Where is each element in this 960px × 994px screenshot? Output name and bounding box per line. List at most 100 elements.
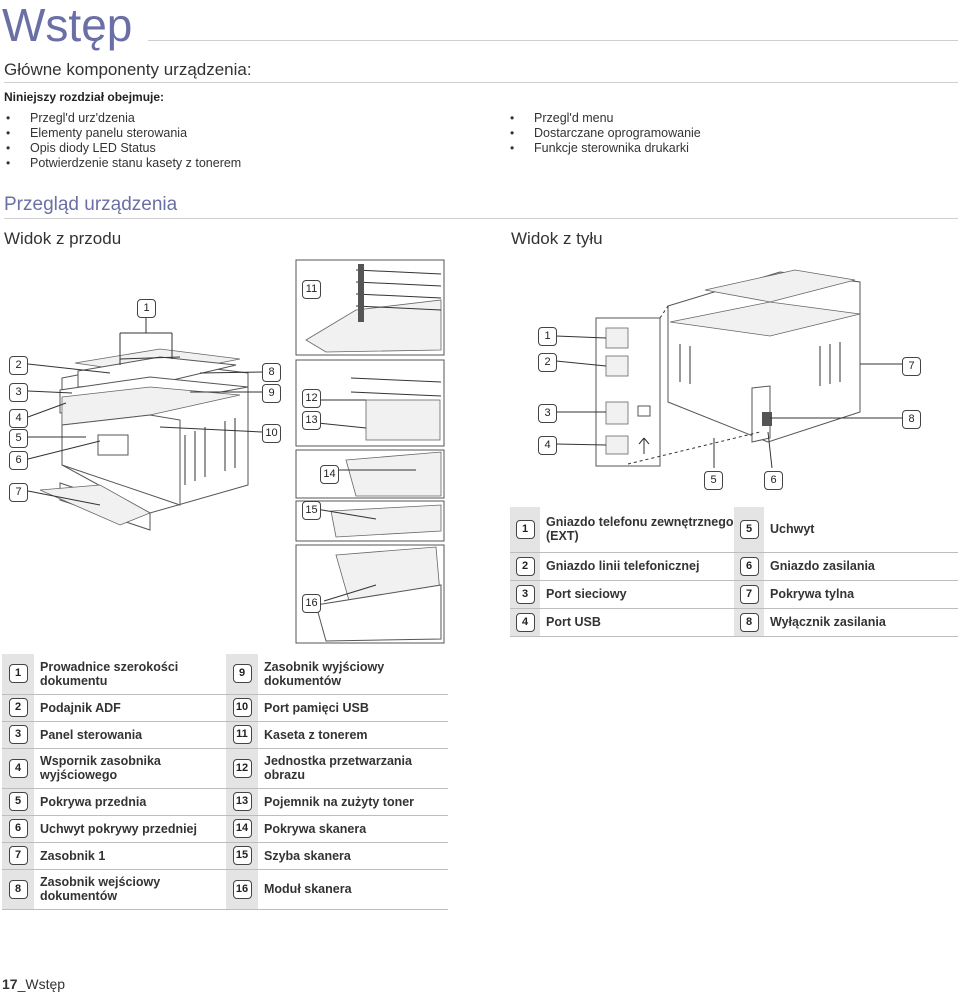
front-callout-14: 14: [320, 465, 339, 484]
legend-number: 4: [515, 612, 535, 632]
legend-label: Zasobnik wyjściowy dokumentów: [258, 654, 448, 695]
scanner-module-inset: [295, 544, 445, 644]
legend-label: Port sieciowy: [540, 580, 734, 609]
front-callout-11: 11: [302, 280, 321, 299]
front-callout-4: 4: [9, 409, 28, 428]
list-item: Przegl'd urz'dzenia: [4, 111, 241, 126]
legend-label: Kaseta z tonerem: [258, 721, 448, 749]
scanner-glass-inset: [295, 500, 445, 542]
legend-label: Gniazdo zasilania: [764, 552, 958, 581]
table-row: 7 Zasobnik 1 15 Szyba skanera: [2, 842, 448, 870]
legend-label: Port pamięci USB: [258, 694, 448, 722]
table-row: 5 Pokrywa przednia 13 Pojemnik na zużyty…: [2, 788, 448, 816]
legend-number: 15: [232, 846, 252, 865]
front-callout-13: 13: [302, 411, 321, 430]
legend-number: 11: [232, 725, 252, 744]
legend-label: Jednostka przetwarzania obrazu: [258, 748, 448, 789]
legend-number: 8: [739, 612, 759, 632]
front-callout-lines: [27, 313, 263, 506]
rear-callout-5: 5: [704, 471, 723, 490]
legend-number: 7: [8, 846, 28, 865]
title-rule: [148, 40, 958, 41]
rear-callout-7: 7: [902, 357, 921, 376]
table-row: 8 Zasobnik wejściowy dokumentów 16 Moduł…: [2, 869, 448, 910]
printer-front-illustration: [39, 348, 249, 531]
table-row: 3 Panel sterowania 11 Kaseta z tonerem: [2, 721, 448, 749]
front-callout-9: 9: [262, 384, 281, 403]
legend-number: 14: [232, 819, 252, 838]
legend-label: Uchwyt pokrywy przedniej: [34, 815, 226, 843]
legend-number: 16: [232, 879, 252, 899]
rear-view-heading: Widok z tyłu: [511, 229, 603, 248]
list-item: Elementy panelu sterowania: [4, 126, 241, 141]
rear-callout-2: 2: [538, 353, 557, 372]
chapter-list-left: Przegl'd urz'dzenia Elementy panelu ster…: [4, 111, 241, 171]
legend-label: Szyba skanera: [258, 842, 448, 870]
front-view-figure: [27, 259, 445, 644]
front-callout-1: 1: [137, 299, 156, 318]
front-callout-5: 5: [9, 429, 28, 448]
rear-callout-1: 1: [538, 327, 557, 346]
legend-label: Zasobnik wejściowy dokumentów: [34, 869, 226, 910]
legend-label: Pokrywa przednia: [34, 788, 226, 816]
page-number: 17: [2, 976, 18, 992]
list-item: Opis diody LED Status: [4, 141, 241, 156]
toner-inset: [295, 259, 445, 356]
front-callout-12: 12: [302, 389, 321, 408]
rear-callout-8: 8: [902, 410, 921, 429]
front-callout-3: 3: [9, 383, 28, 402]
table-row: 1 Gniazdo telefonu zewnętrznego (EXT) 5 …: [510, 507, 958, 553]
front-callout-10: 10: [262, 424, 281, 443]
legend-label: Prowadnice szerokości dokumentu: [34, 654, 226, 695]
subtitle-rule: [4, 82, 958, 83]
front-view-heading: Widok z przodu: [4, 229, 122, 248]
front-callout-7: 7: [9, 483, 28, 502]
legend-label: Wyłącznik zasilania: [764, 608, 958, 637]
table-row: 2 Podajnik ADF 10 Port pamięci USB: [2, 694, 448, 722]
legend-number: 2: [8, 698, 28, 717]
legend-number: 9: [232, 664, 252, 684]
page-subtitle: Główne komponenty urządzenia:: [4, 60, 252, 79]
table-row: 4 Wspornik zasobnika wyjściowego 12 Jedn…: [2, 748, 448, 789]
rear-callout-4: 4: [538, 436, 557, 455]
legend-label: Podajnik ADF: [34, 694, 226, 722]
front-callout-8: 8: [262, 363, 281, 382]
legend-number: 5: [739, 519, 759, 539]
legend-label: Pokrywa skanera: [258, 815, 448, 843]
printer-rear-illustration: [627, 269, 902, 469]
legend-label: Pokrywa tylna: [764, 580, 958, 609]
front-callout-6: 6: [9, 451, 28, 470]
legend-label: Uchwyt: [764, 507, 958, 553]
legend-number: 2: [515, 556, 535, 576]
section-heading: Przegląd urządzenia: [4, 194, 178, 215]
table-row: 3 Port sieciowy 7 Pokrywa tylna: [510, 580, 958, 609]
legend-label: Wspornik zasobnika wyjściowego: [34, 748, 226, 789]
legend-number: 6: [739, 556, 759, 576]
table-row: 2 Gniazdo linii telefonicznej 6 Gniazdo …: [510, 552, 958, 581]
legend-number: 12: [232, 758, 252, 778]
list-item: Potwierdzenie stanu kasety z tonerem: [4, 156, 241, 171]
legend-number: 7: [739, 584, 759, 604]
page-footer: 17_Wstęp: [2, 976, 65, 992]
rear-view-figure: [555, 269, 902, 469]
legend-label: Gniazdo linii telefonicznej: [540, 552, 734, 581]
scanner-cover-inset: [295, 449, 445, 499]
section-rule: [4, 218, 958, 219]
front-callout-2: 2: [9, 356, 28, 375]
legend-number: 5: [8, 792, 28, 811]
legend-label: Zasobnik 1: [34, 842, 226, 870]
footer-section: _Wstęp: [17, 976, 66, 992]
chapter-list-right: Przegl'd menu Dostarczane oprogramowanie…: [508, 111, 701, 156]
table-row: 1 Prowadnice szerokości dokumentu 9 Zaso…: [2, 654, 448, 695]
front-callout-15: 15: [302, 501, 321, 520]
legend-number: 4: [8, 758, 28, 778]
legend-number: 13: [232, 792, 252, 811]
list-item: Przegl'd menu: [508, 111, 701, 126]
rear-callout-6: 6: [764, 471, 783, 490]
legend-label: Port USB: [540, 608, 734, 637]
legend-number: 1: [8, 664, 28, 684]
legend-number: 1: [515, 519, 535, 539]
table-row: 4 Port USB 8 Wyłącznik zasilania: [510, 608, 958, 637]
page-title: Wstęp: [2, 0, 133, 51]
legend-number: 3: [515, 584, 535, 604]
